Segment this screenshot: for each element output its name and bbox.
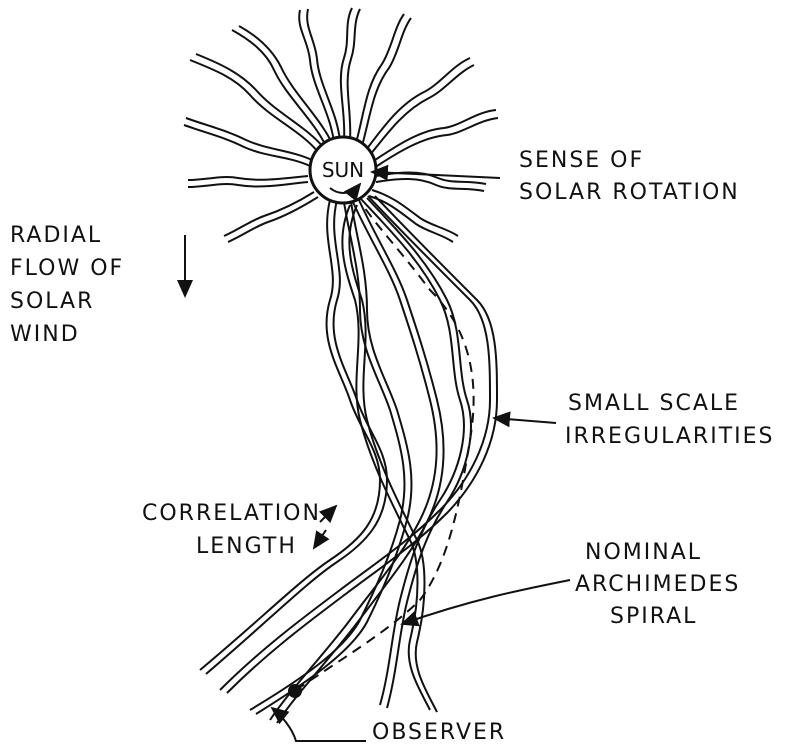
- label-correlation: CORRELATION: [142, 503, 321, 525]
- label-archimedes: ARCHIMEDES: [575, 574, 740, 596]
- small-scale-pointer: [494, 418, 556, 423]
- label-wind: WIND: [10, 324, 80, 346]
- label-solar-rotation: SOLAR ROTATION: [519, 182, 740, 204]
- tube-3: [270, 200, 444, 723]
- label-small-scale: SMALL SCALE: [568, 393, 740, 415]
- label-spiral: SPIRAL: [610, 606, 697, 628]
- sun-rays: [184, 8, 498, 242]
- label-irregularities: IRREGULARITIES: [565, 426, 775, 448]
- tube-1: [200, 200, 387, 674]
- label-length: LENGTH: [196, 536, 297, 558]
- label-sense: SENSE OF: [519, 150, 644, 172]
- correlation-arrow-upper: [320, 506, 336, 522]
- sun-label: SUN: [322, 158, 364, 182]
- ray-top-2: [341, 8, 360, 141]
- tube-5: [220, 196, 497, 693]
- ray-right-2: [369, 190, 458, 242]
- ray-top-right-1: [366, 58, 474, 155]
- ray-left-3: [224, 192, 318, 242]
- label-observer: OBSERVER: [372, 722, 506, 744]
- ray-left-2: [188, 176, 308, 187]
- nominal-pointer: [402, 580, 570, 624]
- pointers: [185, 172, 570, 741]
- label-radial: RADIAL: [10, 225, 102, 247]
- correlation-arrow-lower: [314, 530, 326, 548]
- tube-2: [250, 202, 412, 714]
- ray-left-1: [184, 118, 312, 166]
- flux-tubes: [200, 196, 497, 723]
- label-nominal: NOMINAL: [585, 542, 702, 564]
- observer-pointer: [272, 708, 366, 741]
- observer-dot: [288, 684, 302, 698]
- sun: SUN: [310, 137, 376, 203]
- label-flow-of: FLOW OF: [10, 258, 124, 280]
- label-solar: SOLAR: [10, 291, 94, 313]
